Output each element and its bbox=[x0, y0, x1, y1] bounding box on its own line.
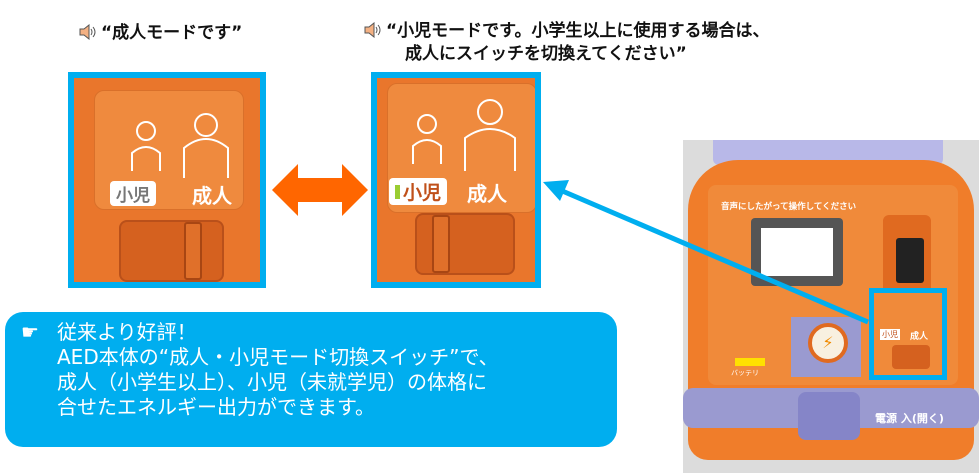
battery-label: バッテリ bbox=[731, 369, 759, 377]
mode-switch-slot bbox=[415, 213, 515, 275]
aed-device-photo: 音声にしたがって操作してください ⚡ バッテリ 電源 入(開く) 小児 成人 bbox=[683, 140, 979, 473]
speaker-icon bbox=[79, 24, 96, 40]
mode-switch-knob bbox=[184, 222, 202, 280]
shock-button[interactable]: ⚡ bbox=[808, 323, 848, 363]
mode-switch-knob bbox=[432, 215, 450, 273]
feature-callout: ☛ 従来より好評！ AED本体の“成人・小児モード切換スイッチ”で、 成人（小学… bbox=[5, 312, 617, 447]
double-arrow-icon bbox=[272, 164, 368, 216]
child-label: 小児 bbox=[110, 181, 156, 206]
mode-switch-slot bbox=[119, 220, 224, 282]
lid-open-button[interactable] bbox=[798, 392, 860, 440]
arrowhead-icon bbox=[543, 180, 569, 201]
adult-mode-switch-photo: 小児 成人 bbox=[68, 72, 266, 288]
child-and-adult-figures bbox=[131, 113, 229, 178]
device-screen bbox=[751, 218, 843, 286]
callout-line: 成人（小学生以上）、小児（未就学児）の体格に bbox=[57, 370, 487, 394]
child-mode-caption: “小児モードです。小学生以上に使用する場合は、 成人にスイッチを切換えてください… bbox=[363, 20, 769, 66]
callout-line: 従来より好評！ bbox=[57, 320, 197, 344]
callout-line: 合せたエネルギー出力ができます。 bbox=[57, 395, 375, 419]
adult-label: 成人 bbox=[192, 184, 232, 208]
callout-line: AED本体の“成人・小児モード切換スイッチ”で、 bbox=[57, 345, 499, 369]
pad-connector bbox=[896, 238, 924, 283]
mode-switch-highlight: 小児 成人 bbox=[869, 288, 947, 380]
child-mode-switch-photo: 小児 成人 bbox=[371, 72, 541, 288]
child-and-adult-figures bbox=[412, 99, 516, 171]
device-instruction: 音声にしたがって操作してください bbox=[721, 202, 857, 212]
adult-label: 成人 bbox=[467, 182, 507, 206]
power-label: 電源 入(開く) bbox=[875, 412, 944, 425]
adult-mode-caption: “成人モードです” bbox=[78, 22, 242, 45]
child-label: 小児 bbox=[389, 178, 448, 205]
pointing-hand-icon: ☛ bbox=[21, 320, 39, 344]
speaker-icon bbox=[364, 22, 381, 38]
